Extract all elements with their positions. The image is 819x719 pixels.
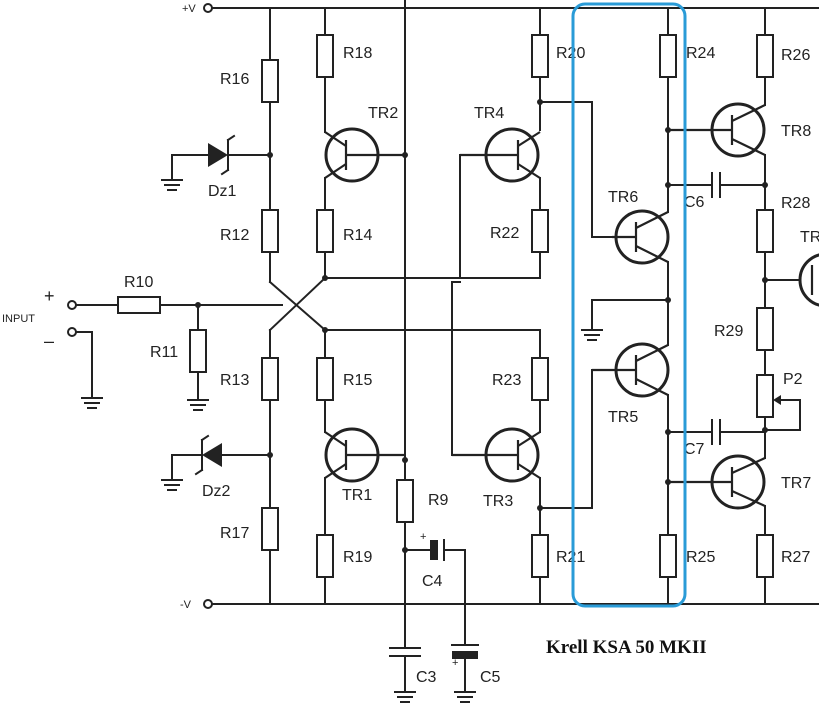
positive-rail-label: +V <box>182 3 196 15</box>
transistor-tr4 <box>460 127 541 183</box>
resistor-r18 <box>316 34 334 78</box>
negative-rail-label: -V <box>180 599 192 611</box>
label-tr1: TR1 <box>342 487 372 504</box>
resistor-r19 <box>316 534 334 578</box>
label-tr2: TR2 <box>368 105 398 122</box>
label-r18: R18 <box>343 45 372 62</box>
resistor-r28 <box>756 209 774 253</box>
capacitor-c7 <box>667 419 766 445</box>
svg-text:+: + <box>452 657 458 669</box>
label-r24: R24 <box>686 45 715 62</box>
label-r12: R12 <box>220 227 249 244</box>
resistor-r16 <box>261 59 279 103</box>
resistor-r26 <box>756 34 774 78</box>
resistor-r24 <box>659 34 677 78</box>
label-r29: R29 <box>714 323 743 340</box>
resistor-r14 <box>316 209 334 253</box>
label-c3: C3 <box>416 669 437 686</box>
label-r20: R20 <box>556 45 585 62</box>
negative-rail <box>203 599 819 609</box>
label-c5: C5 <box>480 669 501 686</box>
label-tr6: TR6 <box>608 189 638 206</box>
label-r25: R25 <box>686 549 715 566</box>
label-r15: R15 <box>343 372 372 389</box>
label-r14: R14 <box>343 227 372 244</box>
label-r11: R11 <box>150 344 178 361</box>
zener-diode-dz2 <box>161 434 271 491</box>
label-tr4: TR4 <box>474 105 504 122</box>
transistor-tr3 <box>452 427 541 483</box>
resistor-r22 <box>531 209 549 253</box>
svg-text:+: + <box>420 531 426 543</box>
resistor-r11 <box>189 329 207 373</box>
label-tr3: TR3 <box>483 493 513 510</box>
label-tr5: TR5 <box>608 409 638 426</box>
label-r23: R23 <box>492 372 521 389</box>
transistor-tr1 <box>324 427 405 483</box>
input-minus-sign: – <box>44 331 54 351</box>
transistor-tr9-partial <box>798 253 819 307</box>
capacitor-c3 <box>389 647 421 703</box>
label-r28: R28 <box>781 195 810 212</box>
input-plus-sign: + <box>44 286 55 306</box>
label-r16: R16 <box>220 71 249 88</box>
resistor-r25 <box>659 534 677 578</box>
label-tr7: TR7 <box>781 475 811 492</box>
label-r10: R10 <box>124 274 153 291</box>
label-dz1: Dz1 <box>208 183 237 200</box>
capacitor-c6 <box>667 172 766 198</box>
transistor-tr8 <box>668 102 766 158</box>
input-label: INPUT <box>2 313 35 325</box>
label-r22: R22 <box>490 225 519 242</box>
label-r17: R17 <box>220 525 249 542</box>
label-r13: R13 <box>220 372 249 389</box>
input-terminals <box>67 300 283 409</box>
resistor-r23 <box>531 357 549 401</box>
resistor-r29 <box>756 307 774 351</box>
label-r26: R26 <box>781 47 810 64</box>
resistor-r20 <box>531 34 549 78</box>
label-r19: R19 <box>343 549 372 566</box>
label-r21: R21 <box>556 549 585 566</box>
resistor-r17 <box>261 507 279 551</box>
resistor-r12 <box>261 209 279 253</box>
resistor-r13 <box>261 357 279 401</box>
label-r9: R9 <box>428 492 449 509</box>
transistor-tr2 <box>324 127 405 183</box>
zener-diode-dz1 <box>161 134 271 191</box>
transistor-tr6 <box>612 209 670 265</box>
label-c6: C6 <box>684 194 705 211</box>
resistor-r9 <box>396 479 414 523</box>
label-dz2: Dz2 <box>202 483 231 500</box>
resistor-r27 <box>756 534 774 578</box>
capacitor-c4: + <box>404 531 466 561</box>
transistor-tr5 <box>592 342 670 398</box>
capacitor-c5: + <box>451 549 479 703</box>
label-c4: C4 <box>422 573 443 590</box>
label-tr9: TR <box>800 229 819 246</box>
resistor-r10 <box>117 296 161 314</box>
resistor-r21 <box>531 534 549 578</box>
resistor-r15 <box>316 357 334 401</box>
label-r27: R27 <box>781 549 810 566</box>
label-c7: C7 <box>684 441 705 458</box>
transistor-tr7 <box>668 454 766 510</box>
label-tr8: TR8 <box>781 123 811 140</box>
positive-rail <box>203 3 819 13</box>
highlight-box <box>571 2 687 608</box>
caption: Krell KSA 50 MKII <box>546 637 707 658</box>
label-p2: P2 <box>783 371 803 388</box>
